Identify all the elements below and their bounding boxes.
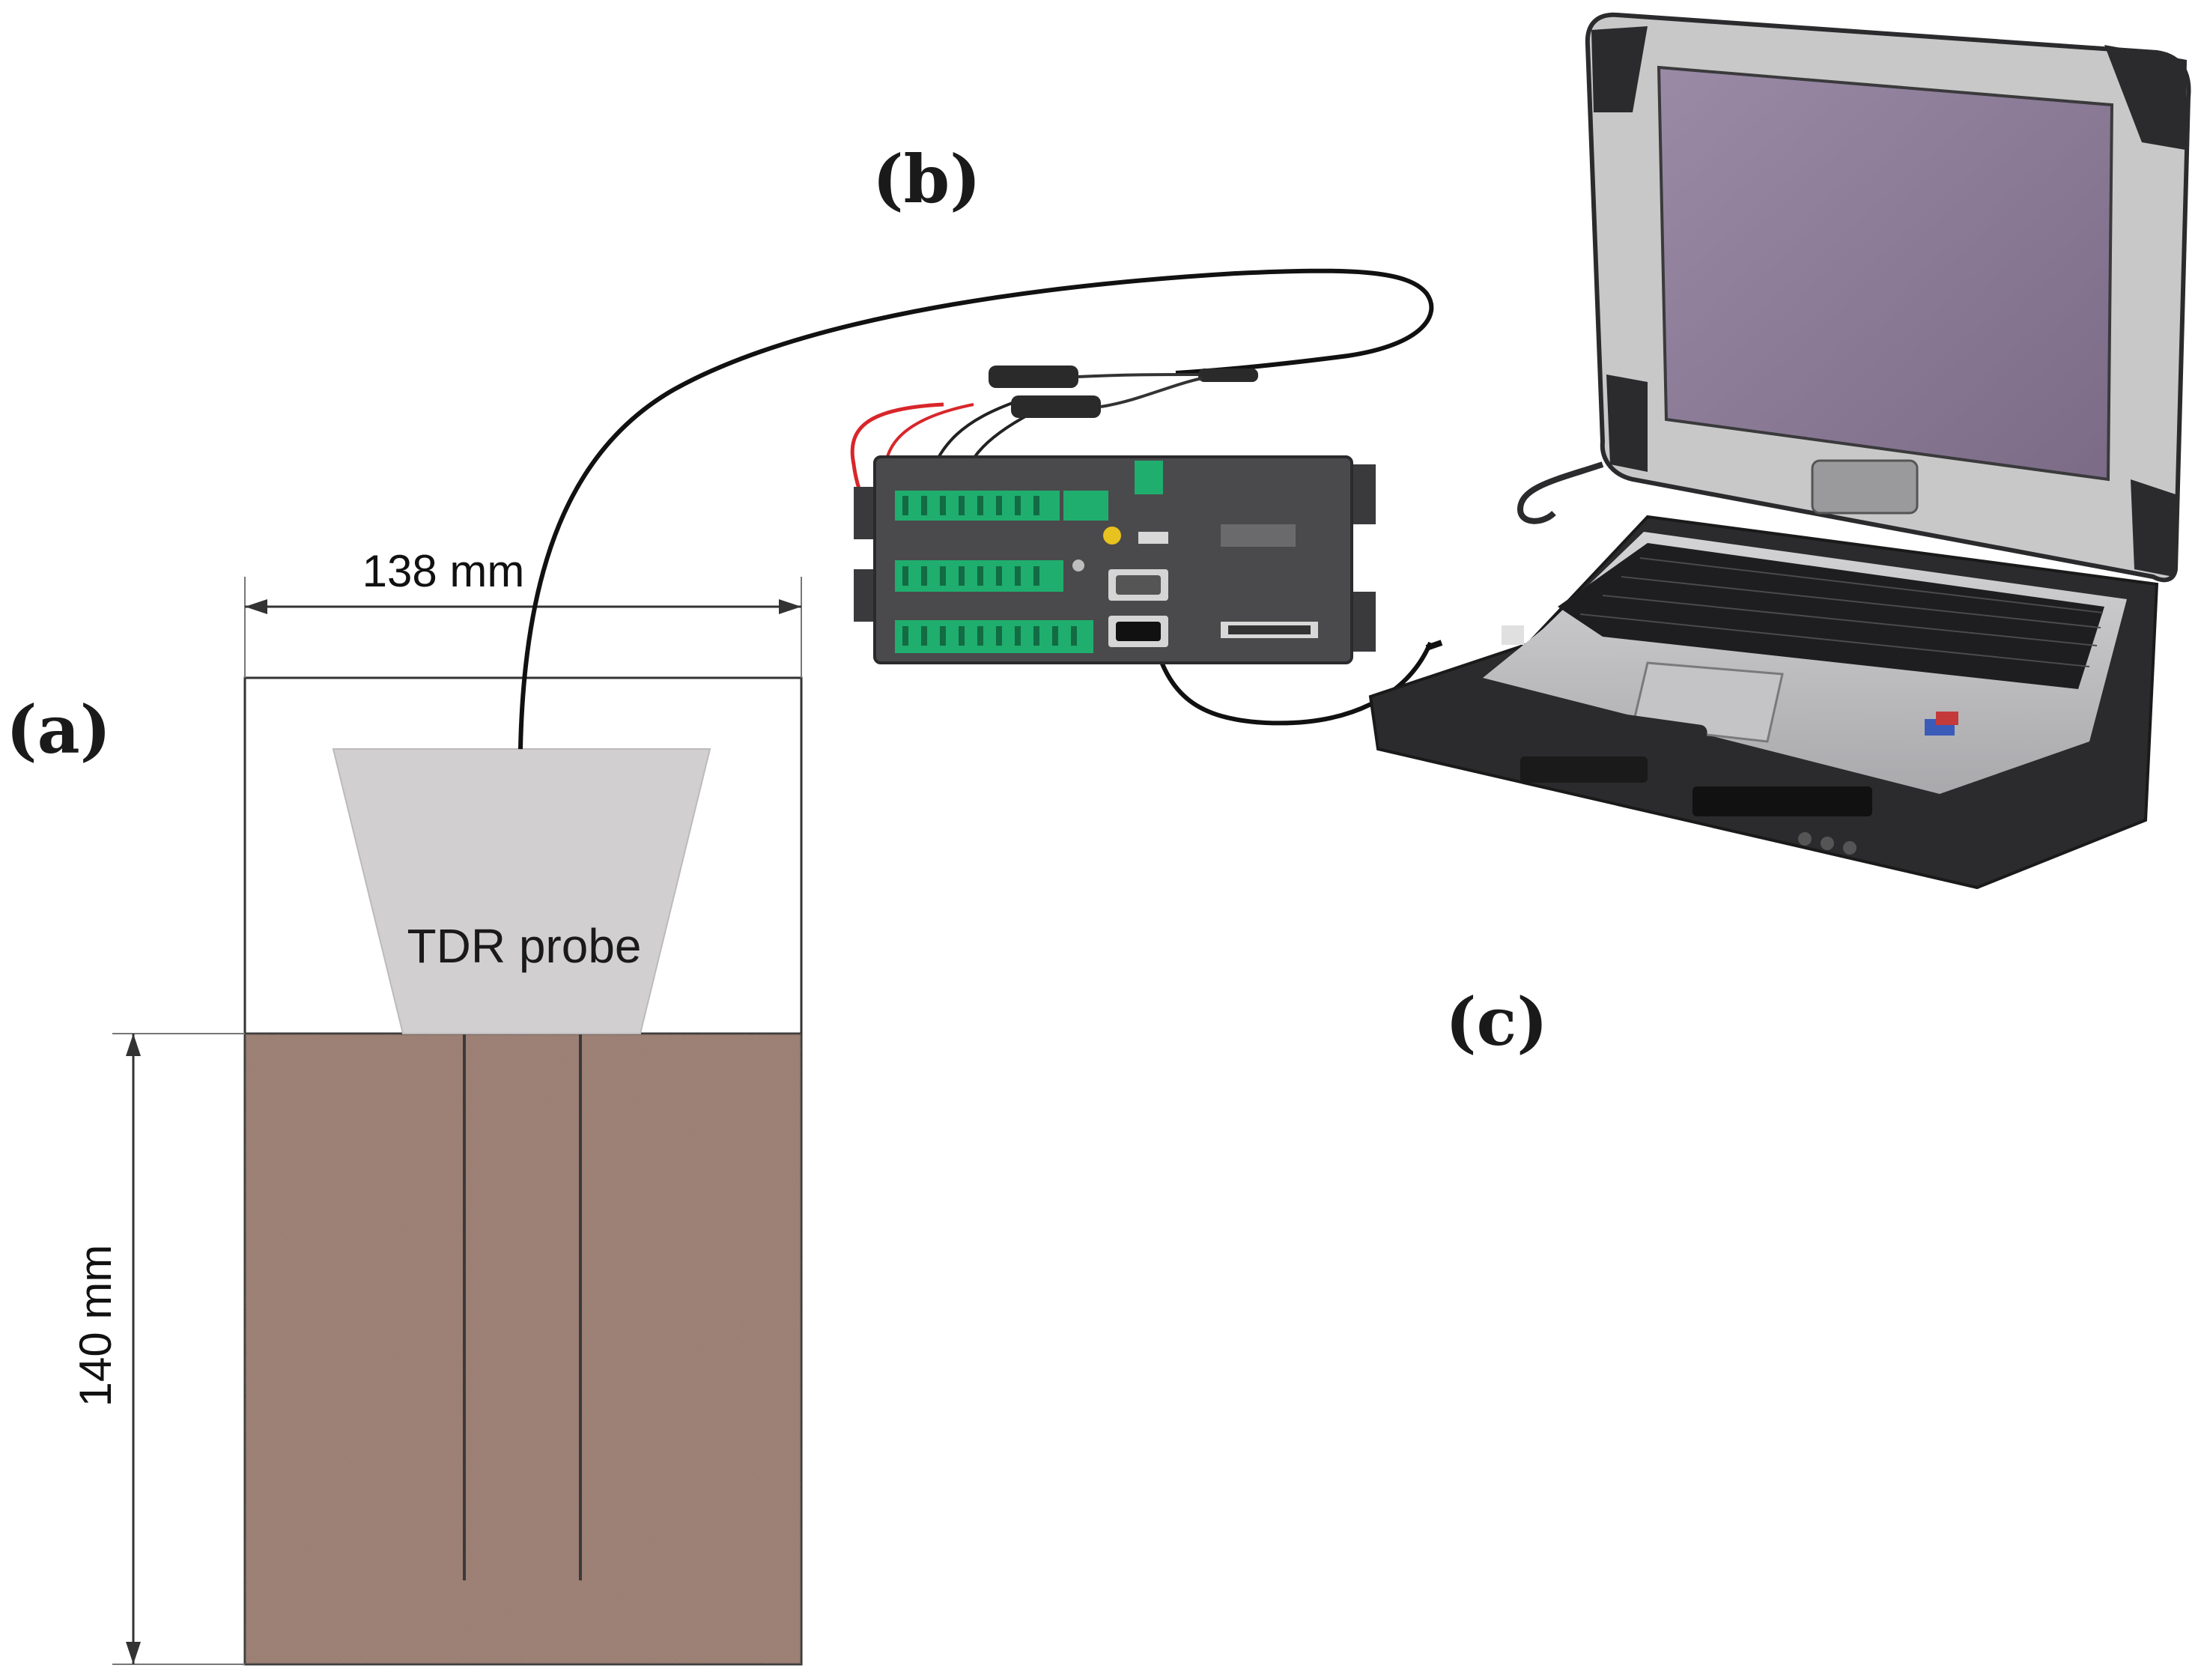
datalogger-icon xyxy=(850,366,1376,664)
tdr-probe-label: TDR probe xyxy=(407,919,642,973)
logger-to-laptop-cable xyxy=(1151,636,1433,726)
laptop-icon xyxy=(1368,12,2191,890)
panel-label-b: (b) xyxy=(872,140,981,218)
width-dimension: 138 mm xyxy=(244,546,802,678)
panel-label-c: (c) xyxy=(1445,983,1548,1061)
probe-cable xyxy=(518,268,1434,750)
soil-container-group: TDR probe xyxy=(243,676,803,1666)
laptop-cable-end xyxy=(1425,640,1443,651)
panel-label-a: (a) xyxy=(6,691,112,768)
depth-dimension: 140 mm xyxy=(70,1033,245,1665)
depth-dimension-label: 140 mm xyxy=(70,1245,121,1407)
width-dimension-label: 138 mm xyxy=(362,546,525,596)
soil-texture xyxy=(245,1034,801,1664)
tdr-probe-head xyxy=(332,748,711,1034)
